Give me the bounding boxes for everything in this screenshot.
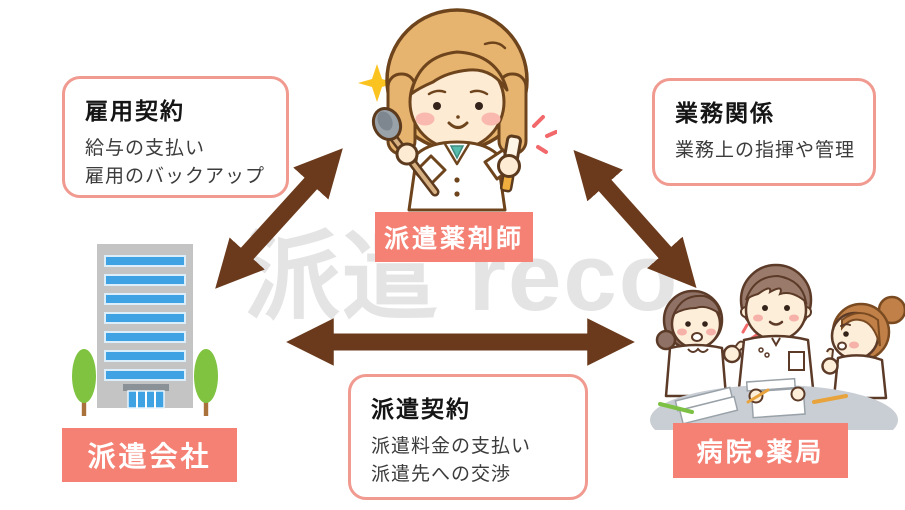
note-line: 派遣先への交渉 (371, 463, 512, 485)
pharmacist-illustration (358, 8, 557, 212)
tree-icon (194, 349, 218, 416)
tree-icon (72, 349, 96, 416)
note-title: 業務関係 (675, 100, 775, 126)
note-line: 雇用のバックアップ (85, 165, 266, 187)
note-line: 業務上の指揮や管理 (675, 140, 856, 161)
emphasis-marks-icon (532, 115, 557, 154)
pen-icon (812, 394, 848, 404)
agency-node-label: 派遣会社 (62, 428, 237, 482)
note-line: 給与の支払い (85, 138, 206, 159)
hospital-node-label: 病院・薬局 (673, 423, 848, 478)
business-relation-note: 業務関係 業務上の指揮や管理 (652, 78, 876, 186)
note-title: 雇用契約 (85, 98, 185, 124)
note-line: 派遣料金の支払い (371, 436, 532, 457)
medical-staff-illustration (650, 263, 905, 430)
pencil-icon (658, 402, 694, 414)
sparkle-icon (358, 64, 396, 102)
entrance-canopy (123, 384, 169, 391)
pharmacist-node-label: 派遣薬剤師 (375, 212, 533, 262)
office-building-illustration (72, 244, 218, 416)
employment-contract-note: 雇用契約 給与の支払い 雇用のバックアップ (62, 76, 289, 198)
note-title: 派遣契約 (371, 396, 471, 422)
dispatch-contract-note: 派遣契約 派遣料金の支払い 派遣先への交渉 (348, 374, 588, 500)
